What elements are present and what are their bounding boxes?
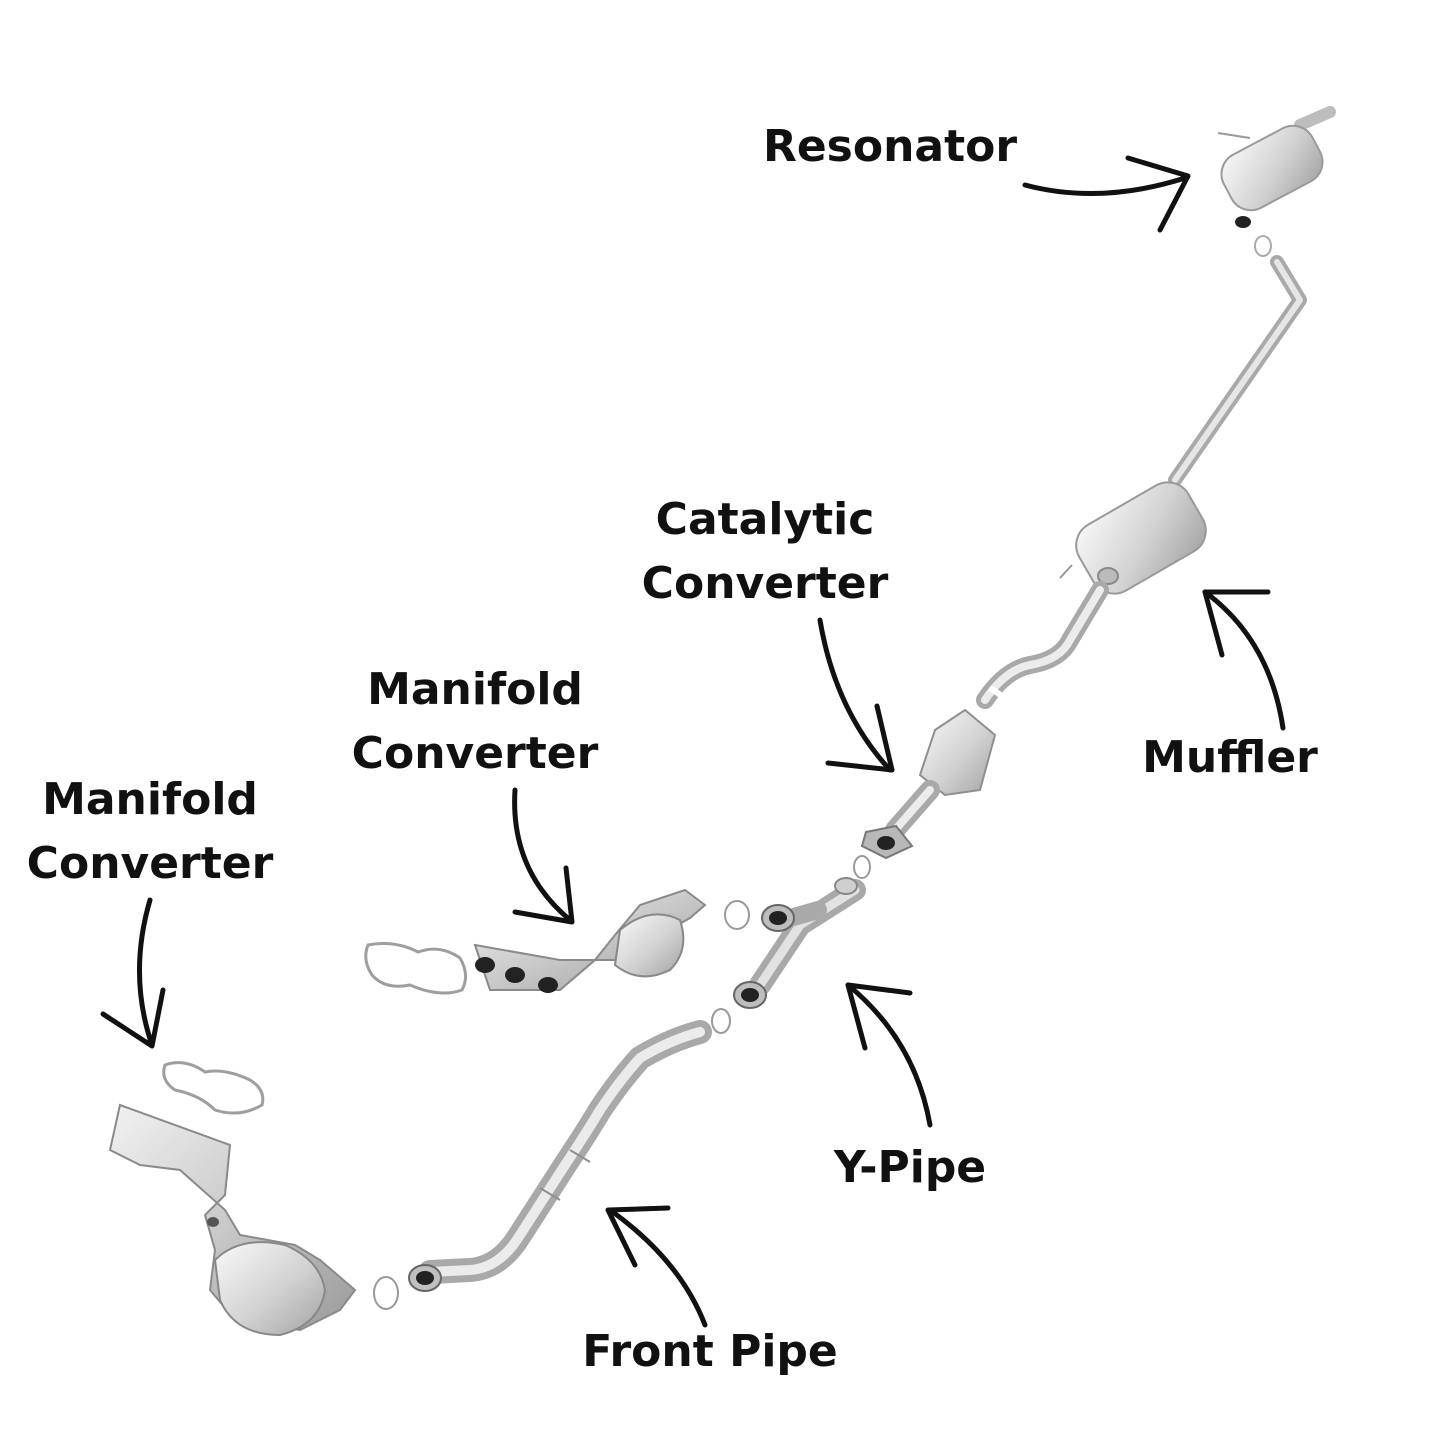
ypipe-arrowhead: [845, 982, 913, 1051]
muffler-arrowhead: [1202, 589, 1271, 658]
resonator-label: Resonator: [760, 115, 1020, 179]
catalytic-converter-label: Catalytic Converter: [630, 488, 900, 616]
front-pipe-label-text: Front Pipe: [582, 1326, 838, 1377]
catalytic-label-line1: Catalytic: [655, 494, 875, 545]
ypipe-arrow: [845, 982, 933, 1128]
resonator-label-text: Resonator: [762, 121, 1018, 172]
manifold-lower-label-line1: Manifold: [42, 774, 258, 825]
frontpipe-arrowhead: [605, 1205, 671, 1268]
manifold-lower-arrowhead: [100, 987, 166, 1049]
manifold-lower-label-line2: Converter: [26, 838, 274, 889]
y-pipe-label: Y-Pipe: [815, 1136, 1005, 1200]
muffler-part: [1059, 481, 1207, 595]
manifold-converter-upper-part: [364, 888, 707, 995]
y-pipe-label-text: Y-Pipe: [833, 1142, 987, 1193]
front-pipe-part: [408, 1020, 712, 1292]
manifold-upper-label-line2: Converter: [351, 728, 599, 779]
resonator-arrow: [1022, 175, 1188, 196]
resonator-arrowhead: [1125, 155, 1191, 233]
manifold-converter-lower-part: [108, 1061, 399, 1337]
front-pipe-label: Front Pipe: [575, 1320, 845, 1384]
frontpipe-arrow: [607, 1207, 708, 1328]
resonator-part: [1217, 106, 1336, 257]
mid-pipe-part: [976, 581, 1109, 709]
catalytic-label-line2: Converter: [641, 558, 889, 609]
manifold-upper-arrow: [512, 787, 573, 923]
manifold-converter-lower-label: Manifold Converter: [10, 768, 290, 896]
catalytic-arrowhead: [825, 703, 895, 773]
catalytic-arrow: [817, 617, 893, 773]
manifold-upper-arrowhead: [512, 865, 575, 925]
manifold-converter-upper-label: Manifold Converter: [335, 658, 615, 786]
arrows: [100, 155, 1286, 1328]
manifold-lower-arrow: [136, 897, 155, 1048]
muffler-label: Muffler: [1130, 726, 1330, 790]
muffler-arrow: [1202, 589, 1286, 731]
catalytic-converter-part: [853, 708, 997, 879]
muffler-label-text: Muffler: [1142, 732, 1318, 783]
rear-pipe-part: [1168, 255, 1307, 487]
y-pipe-part: [711, 877, 866, 1034]
manifold-upper-label-line1: Manifold: [367, 664, 583, 715]
